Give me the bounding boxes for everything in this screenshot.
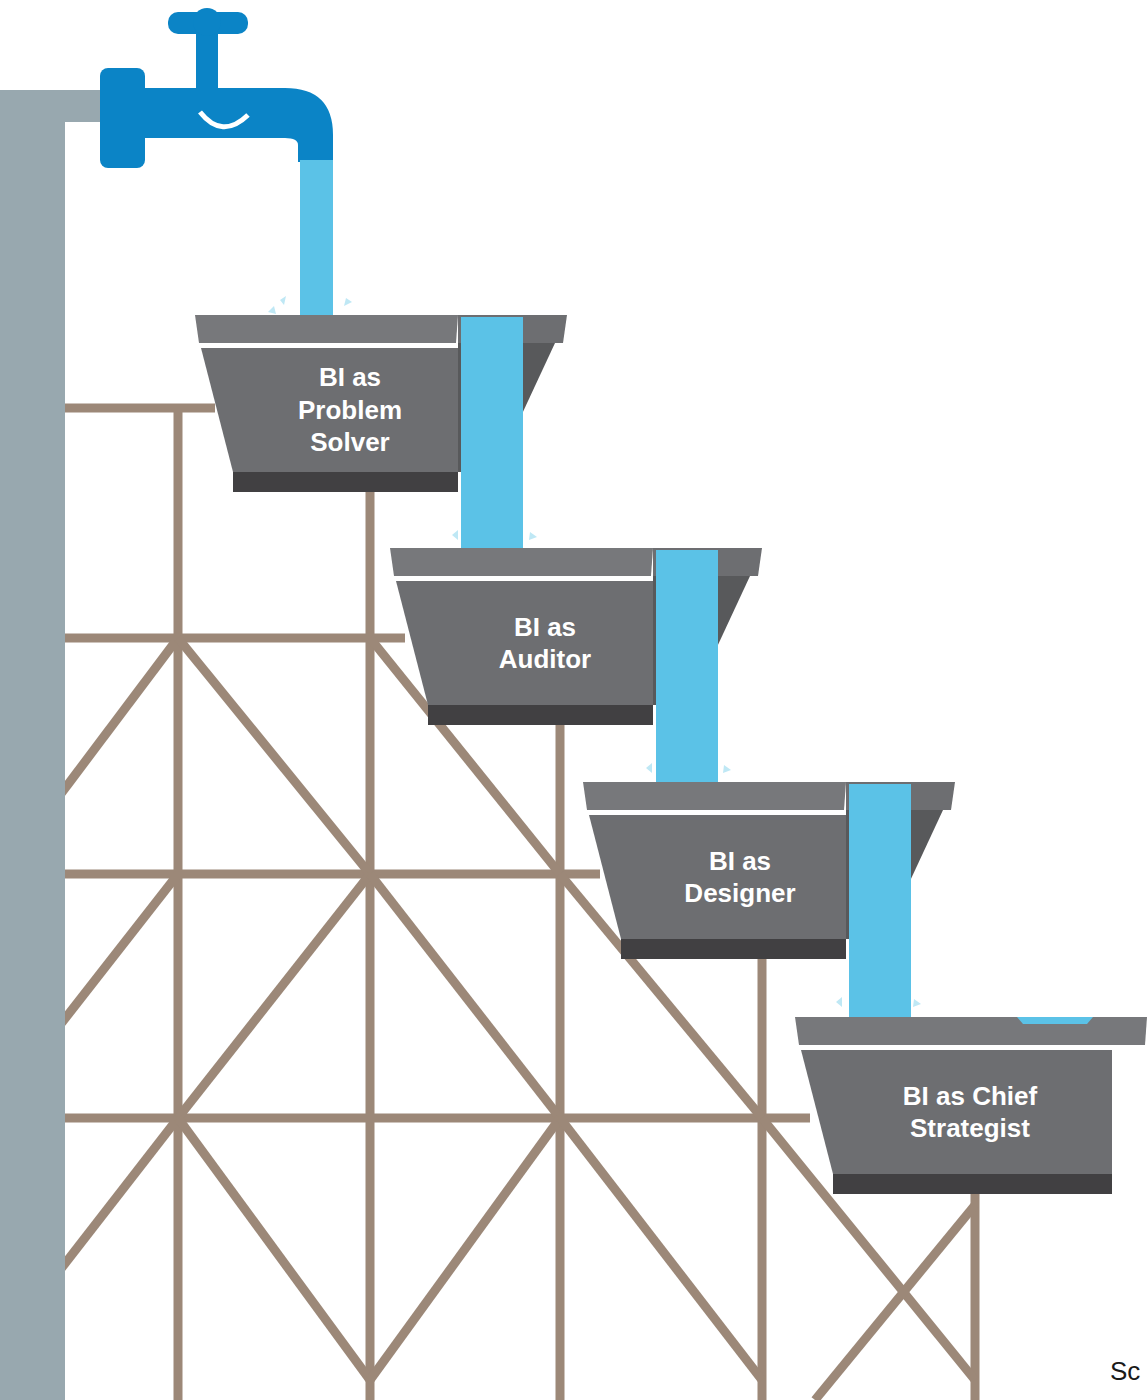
faucet-stream [300,160,333,318]
faucet-highlight [200,112,248,127]
water-stream [656,550,718,784]
trough-label: BI as Problem Solver [280,361,420,459]
water-stream [849,784,911,1019]
faucet [100,8,333,168]
trough-box: BI as Chief Strategist [795,1017,1147,1195]
trough-box: BI as Designer [583,782,958,960]
source-note-holder: Sc [1110,1356,1140,1387]
trough-shape [390,548,765,726]
trough-label: BI as Designer [670,845,810,910]
trough-box: BI as Problem Solver [195,315,570,493]
pipe-pole [0,90,65,1400]
splash [268,296,921,1007]
scaffold-frame [60,408,975,1400]
water-stream [461,317,523,550]
source-note: Sc [1110,1356,1140,1386]
trough-label: BI as Auditor [475,611,615,676]
trough-box: BI as Auditor [390,548,765,726]
trough-label: BI as Chief Strategist [850,1080,1090,1145]
